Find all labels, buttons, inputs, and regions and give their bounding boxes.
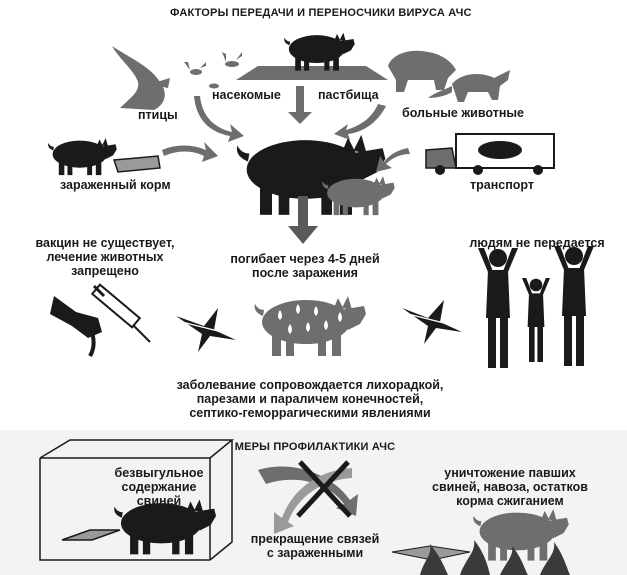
label-sick-animals: больные животные	[402, 106, 525, 120]
label-symptoms: заболевание сопровождается лихорадкой, п…	[176, 378, 444, 420]
label-infected-feed: зараженный корм	[60, 178, 171, 192]
people-icon	[478, 246, 594, 368]
label-transport: транспорт	[470, 178, 534, 192]
label-indoor-keeping: безвыгульное содержание свиней	[114, 466, 204, 508]
wild-animals-icon	[388, 50, 510, 102]
pasture-icon	[236, 32, 388, 80]
burning-icon	[391, 509, 570, 575]
label-birds: птицы	[138, 108, 178, 122]
label-pastures: пастбища	[318, 88, 379, 102]
burst-icon	[176, 308, 236, 352]
bird-icon	[112, 46, 170, 110]
cut-contacts-icon	[258, 460, 358, 534]
label-no-vaccine: вакцин не существует, лечение животных з…	[35, 236, 175, 278]
prevention-title: МЕРЫ ПРОФИЛАКТИКИ АЧС	[234, 441, 396, 453]
label-insects: насекомые	[212, 88, 281, 102]
infected-feed-icon	[48, 138, 161, 176]
vaccine-icon	[50, 283, 151, 358]
label-cut-contacts: прекращение связей с зараженными	[250, 532, 380, 560]
truck-icon	[425, 133, 555, 175]
transmission-arrows	[162, 86, 410, 244]
burst-icon	[402, 300, 462, 344]
insects-icon	[184, 52, 242, 89]
page-title: ФАКТОРЫ ПЕРЕДАЧИ И ПЕРЕНОСЧИКИ ВИРУСА АЧ…	[170, 7, 472, 19]
label-not-human: людям не передается	[469, 236, 605, 250]
pen-icon	[39, 439, 235, 561]
label-destroy: уничтожение павших свиней, навоза, остат…	[432, 466, 588, 508]
label-death: погибает через 4-5 дней после заражения	[230, 252, 380, 280]
sick-pig-icon	[254, 296, 366, 356]
